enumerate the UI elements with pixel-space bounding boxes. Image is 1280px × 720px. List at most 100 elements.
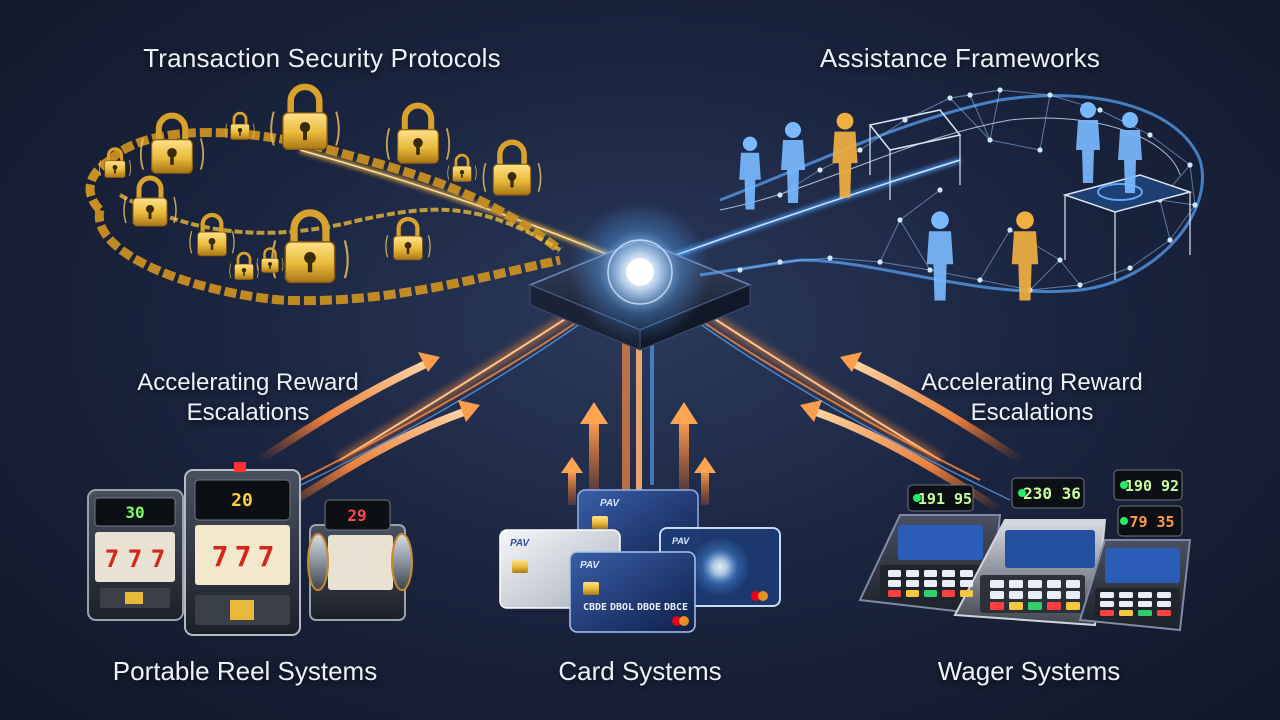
network-node xyxy=(1167,237,1172,242)
label-assistance-frameworks: Assistance Frameworks xyxy=(820,43,1100,74)
label-line: Accelerating Reward xyxy=(921,368,1142,398)
padlock-icon xyxy=(141,116,203,174)
reel-symbol: 7 xyxy=(258,540,275,573)
card-number-group: CBDE xyxy=(583,602,607,613)
padlocks xyxy=(99,87,540,283)
label-card-systems: Card Systems xyxy=(558,656,721,687)
padlock-icon xyxy=(387,106,449,164)
network-node xyxy=(877,259,882,264)
label-reward-escalations-left: Accelerating Reward Escalations xyxy=(137,368,358,428)
padlock-icon xyxy=(483,142,540,195)
padlock-icon xyxy=(448,155,477,181)
keypad-key xyxy=(1066,580,1080,588)
network-node xyxy=(1037,147,1042,152)
network-node xyxy=(1057,257,1062,262)
keypad-key xyxy=(1138,592,1152,598)
padlock-icon xyxy=(230,253,259,279)
keypad-key xyxy=(960,580,973,587)
network-node xyxy=(737,267,742,272)
keypad-key xyxy=(1119,610,1133,616)
keypad-key xyxy=(1066,602,1080,610)
keypad-key xyxy=(942,590,955,597)
label-wager-systems: Wager Systems xyxy=(938,656,1121,687)
terminal-display-2: 230 36 xyxy=(1023,484,1081,503)
label-transaction-security: Transaction Security Protocols xyxy=(143,43,501,74)
keypad-key xyxy=(1157,610,1171,616)
padlock-icon xyxy=(386,219,430,260)
card-number-group: DBOE xyxy=(637,602,661,613)
network-node xyxy=(827,255,832,260)
slot-display-2: 20 xyxy=(231,490,253,511)
terminal-display-4: 79 35 xyxy=(1129,513,1174,531)
keypad-key xyxy=(1119,592,1133,598)
network-node xyxy=(977,277,982,282)
network-node xyxy=(947,95,952,100)
terminal-display-1: 191 95 xyxy=(918,490,972,508)
keypad-key xyxy=(990,591,1004,599)
card-number-group: DBOL xyxy=(610,602,634,613)
keypad-key xyxy=(960,570,973,577)
card-brand: PAV xyxy=(672,536,690,546)
keypad-key xyxy=(1138,601,1152,607)
network-node xyxy=(1077,282,1082,287)
keypad-key xyxy=(1028,602,1042,610)
slot-display-3: 29 xyxy=(347,506,366,525)
person-icon xyxy=(1076,102,1100,183)
network-node xyxy=(1192,202,1197,207)
reel-symbol: 7 xyxy=(151,545,165,573)
keypad-key xyxy=(1009,580,1023,588)
person-icon xyxy=(739,137,761,210)
keypad-key xyxy=(1100,610,1114,616)
reel-symbol: 7 xyxy=(105,545,119,573)
keypad-key xyxy=(906,570,919,577)
keypad-key xyxy=(1138,610,1152,616)
keypad-key xyxy=(906,590,919,597)
keypad-key xyxy=(1100,601,1114,607)
central-hub xyxy=(530,202,750,350)
keypad-key xyxy=(924,590,937,597)
network-node xyxy=(1047,92,1052,97)
keypad-key xyxy=(1009,602,1023,610)
reel-symbol: 7 xyxy=(212,540,229,573)
terminal-display-3: 190 92 xyxy=(1125,477,1179,495)
keypad-key xyxy=(924,570,937,577)
keypad-key xyxy=(1157,601,1171,607)
network-node xyxy=(967,92,972,97)
keypad-key xyxy=(888,570,901,577)
keypad-key xyxy=(990,580,1004,588)
network-node xyxy=(1147,132,1152,137)
network-node xyxy=(1007,227,1012,232)
keypad-key xyxy=(1028,591,1042,599)
label-line: Escalations xyxy=(921,398,1142,428)
network-node xyxy=(857,147,862,152)
padlock-icon xyxy=(257,249,283,273)
label-line: Accelerating Reward xyxy=(137,368,358,398)
network-node xyxy=(1097,107,1102,112)
keypad-key xyxy=(1119,601,1133,607)
card-number-group: DBCE xyxy=(664,602,688,613)
network-node xyxy=(1187,162,1192,167)
keypad-key xyxy=(1028,580,1042,588)
keypad-key xyxy=(1009,591,1023,599)
keypad-key xyxy=(1047,602,1061,610)
network-node xyxy=(817,167,822,172)
keypad-key xyxy=(942,580,955,587)
keypad-key xyxy=(990,602,1004,610)
slot-display-1: 30 xyxy=(125,503,144,522)
person-icon xyxy=(781,122,805,203)
keypad-key xyxy=(942,570,955,577)
keypad-key xyxy=(888,590,901,597)
reel-symbol: 7 xyxy=(235,540,252,573)
keypad-key xyxy=(924,580,937,587)
network-node xyxy=(927,267,932,272)
keypad-key xyxy=(1100,592,1114,598)
keypad-key xyxy=(1157,592,1171,598)
network-node xyxy=(1127,265,1132,270)
keypad-key xyxy=(1047,591,1061,599)
label-reward-escalations-right: Accelerating Reward Escalations xyxy=(921,368,1142,428)
card-brand: PAV xyxy=(580,560,600,571)
card-brand: PAV xyxy=(600,498,620,509)
person-icon xyxy=(832,113,857,198)
reel-symbol: 7 xyxy=(128,545,142,573)
